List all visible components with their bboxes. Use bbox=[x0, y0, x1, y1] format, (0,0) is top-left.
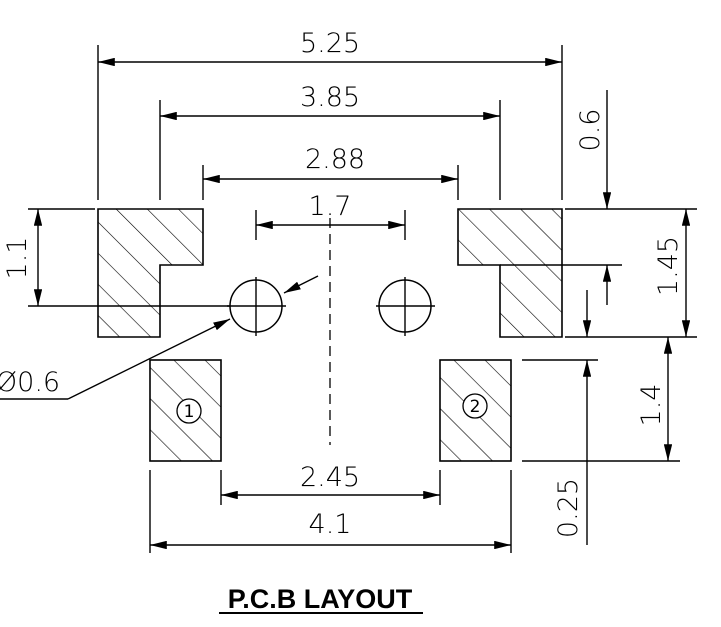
pin2-label: 2 bbox=[470, 397, 481, 417]
dim-hole-spacing-label: 1.7 bbox=[309, 191, 352, 222]
dim-inner-width-label: 3.85 bbox=[300, 82, 360, 113]
dim-lower-pad-outer: 4.1 bbox=[150, 509, 511, 550]
dim-hole-diameter: Ø0.6 bbox=[0, 275, 319, 400]
dim-hole-diameter-label: Ø0.6 bbox=[0, 367, 60, 398]
dim-inner-width: 3.85 bbox=[160, 82, 500, 121]
dim-right-pad-height: 1.45 bbox=[653, 209, 691, 337]
dim-lower-pad-inner: 2.45 bbox=[221, 462, 440, 500]
dim-top-offset-label: 0.6 bbox=[575, 109, 606, 152]
hole-right bbox=[376, 277, 435, 336]
dim-overall-width-label: 5.25 bbox=[300, 28, 360, 59]
dim-lower-gap-label: 0.25 bbox=[553, 478, 584, 538]
pin1-marker: 1 bbox=[176, 398, 202, 424]
dim-left-pad-height: 1.1 bbox=[2, 209, 43, 306]
dim-pad-gap: 2.88 bbox=[203, 144, 458, 184]
pin2-marker: 2 bbox=[462, 393, 488, 419]
dim-overall-width: 5.25 bbox=[98, 28, 562, 67]
pin1-label: 1 bbox=[184, 402, 195, 422]
pad-upper-left bbox=[97, 208, 204, 338]
dim-lower-gap: 0.25 bbox=[553, 290, 592, 545]
dim-left-pad-height-label: 1.1 bbox=[2, 237, 33, 280]
dim-pad-gap-label: 2.88 bbox=[305, 144, 365, 175]
page-title: P.C.B LAYOUT bbox=[219, 584, 423, 614]
dim-right-pad-height-label: 1.45 bbox=[653, 236, 684, 296]
dim-lower-pad-inner-label: 2.45 bbox=[300, 462, 360, 493]
dim-lower-pad-height: 1.4 bbox=[636, 337, 673, 461]
dim-hole-spacing: 1.7 bbox=[256, 191, 405, 230]
dim-top-offset: 0.6 bbox=[575, 90, 612, 305]
pad-upper-right bbox=[457, 208, 563, 338]
dim-lower-pad-height-label: 1.4 bbox=[636, 384, 667, 427]
dim-lower-pad-outer-label: 4.1 bbox=[309, 509, 352, 540]
title-text: P.C.B LAYOUT bbox=[228, 584, 413, 614]
hole-left bbox=[227, 277, 286, 336]
